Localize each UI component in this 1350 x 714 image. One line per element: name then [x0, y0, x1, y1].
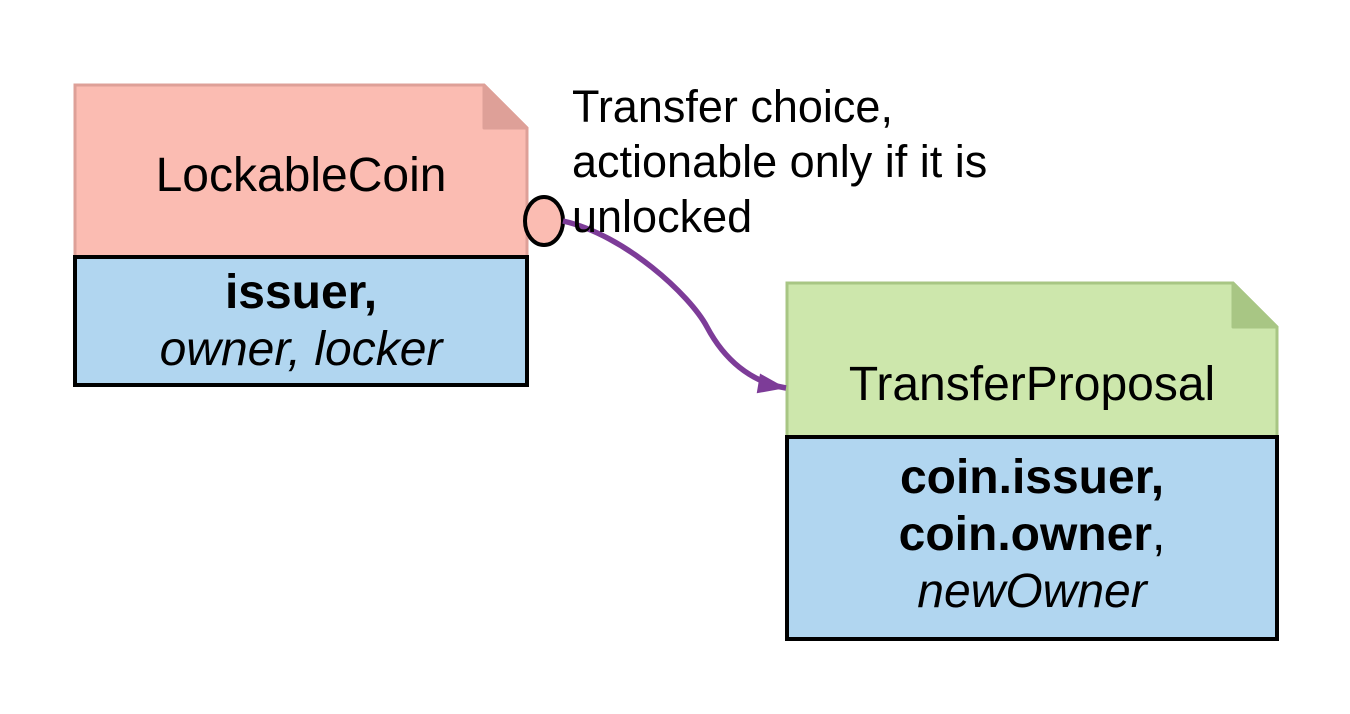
transfer-proposal-folded-corner	[1231, 281, 1279, 329]
lockable-coin-folded-corner	[482, 83, 529, 130]
transfer-proposal-party-line-1: coin.issuer,	[899, 451, 1165, 504]
transfer-proposal-parties: coin.issuer, coin.owner, newOwner	[787, 449, 1277, 620]
transfer-proposal-header-shape	[785, 281, 1279, 439]
annotation-line-3: unlocked	[572, 191, 753, 242]
transfer-proposal-party-line-3: newOwner	[917, 565, 1147, 618]
transfer-proposal-parties-box	[785, 435, 1279, 641]
transfer-proposal-title: TransferProposal	[848, 358, 1216, 411]
annotation-line-1: Transfer choice,	[572, 81, 893, 132]
lockable-coin-signatories: issuer,	[224, 266, 378, 319]
annotation-line-2: actionable only if it is	[572, 136, 988, 187]
lockable-coin-parties: issuer, owner, locker	[75, 264, 527, 378]
transfer-choice-arrow	[562, 218, 787, 394]
lockable-coin-title: LockableCoin	[155, 149, 447, 202]
transfer-proposal-party-line-2-suffix: ,	[1152, 508, 1166, 561]
transfer-choice-annotation: Transfer choice, actionable only if it i…	[572, 79, 987, 244]
lockable-coin-parties-box	[73, 255, 529, 387]
lockable-coin-observers: owner, locker	[159, 323, 443, 376]
transfer-proposal-party-line-2: coin.owner,	[787, 506, 1277, 563]
lockable-coin-header-shape	[73, 83, 529, 259]
choice-port-circle	[523, 195, 565, 247]
transfer-proposal-party-line-2-bold: coin.owner	[898, 508, 1152, 561]
